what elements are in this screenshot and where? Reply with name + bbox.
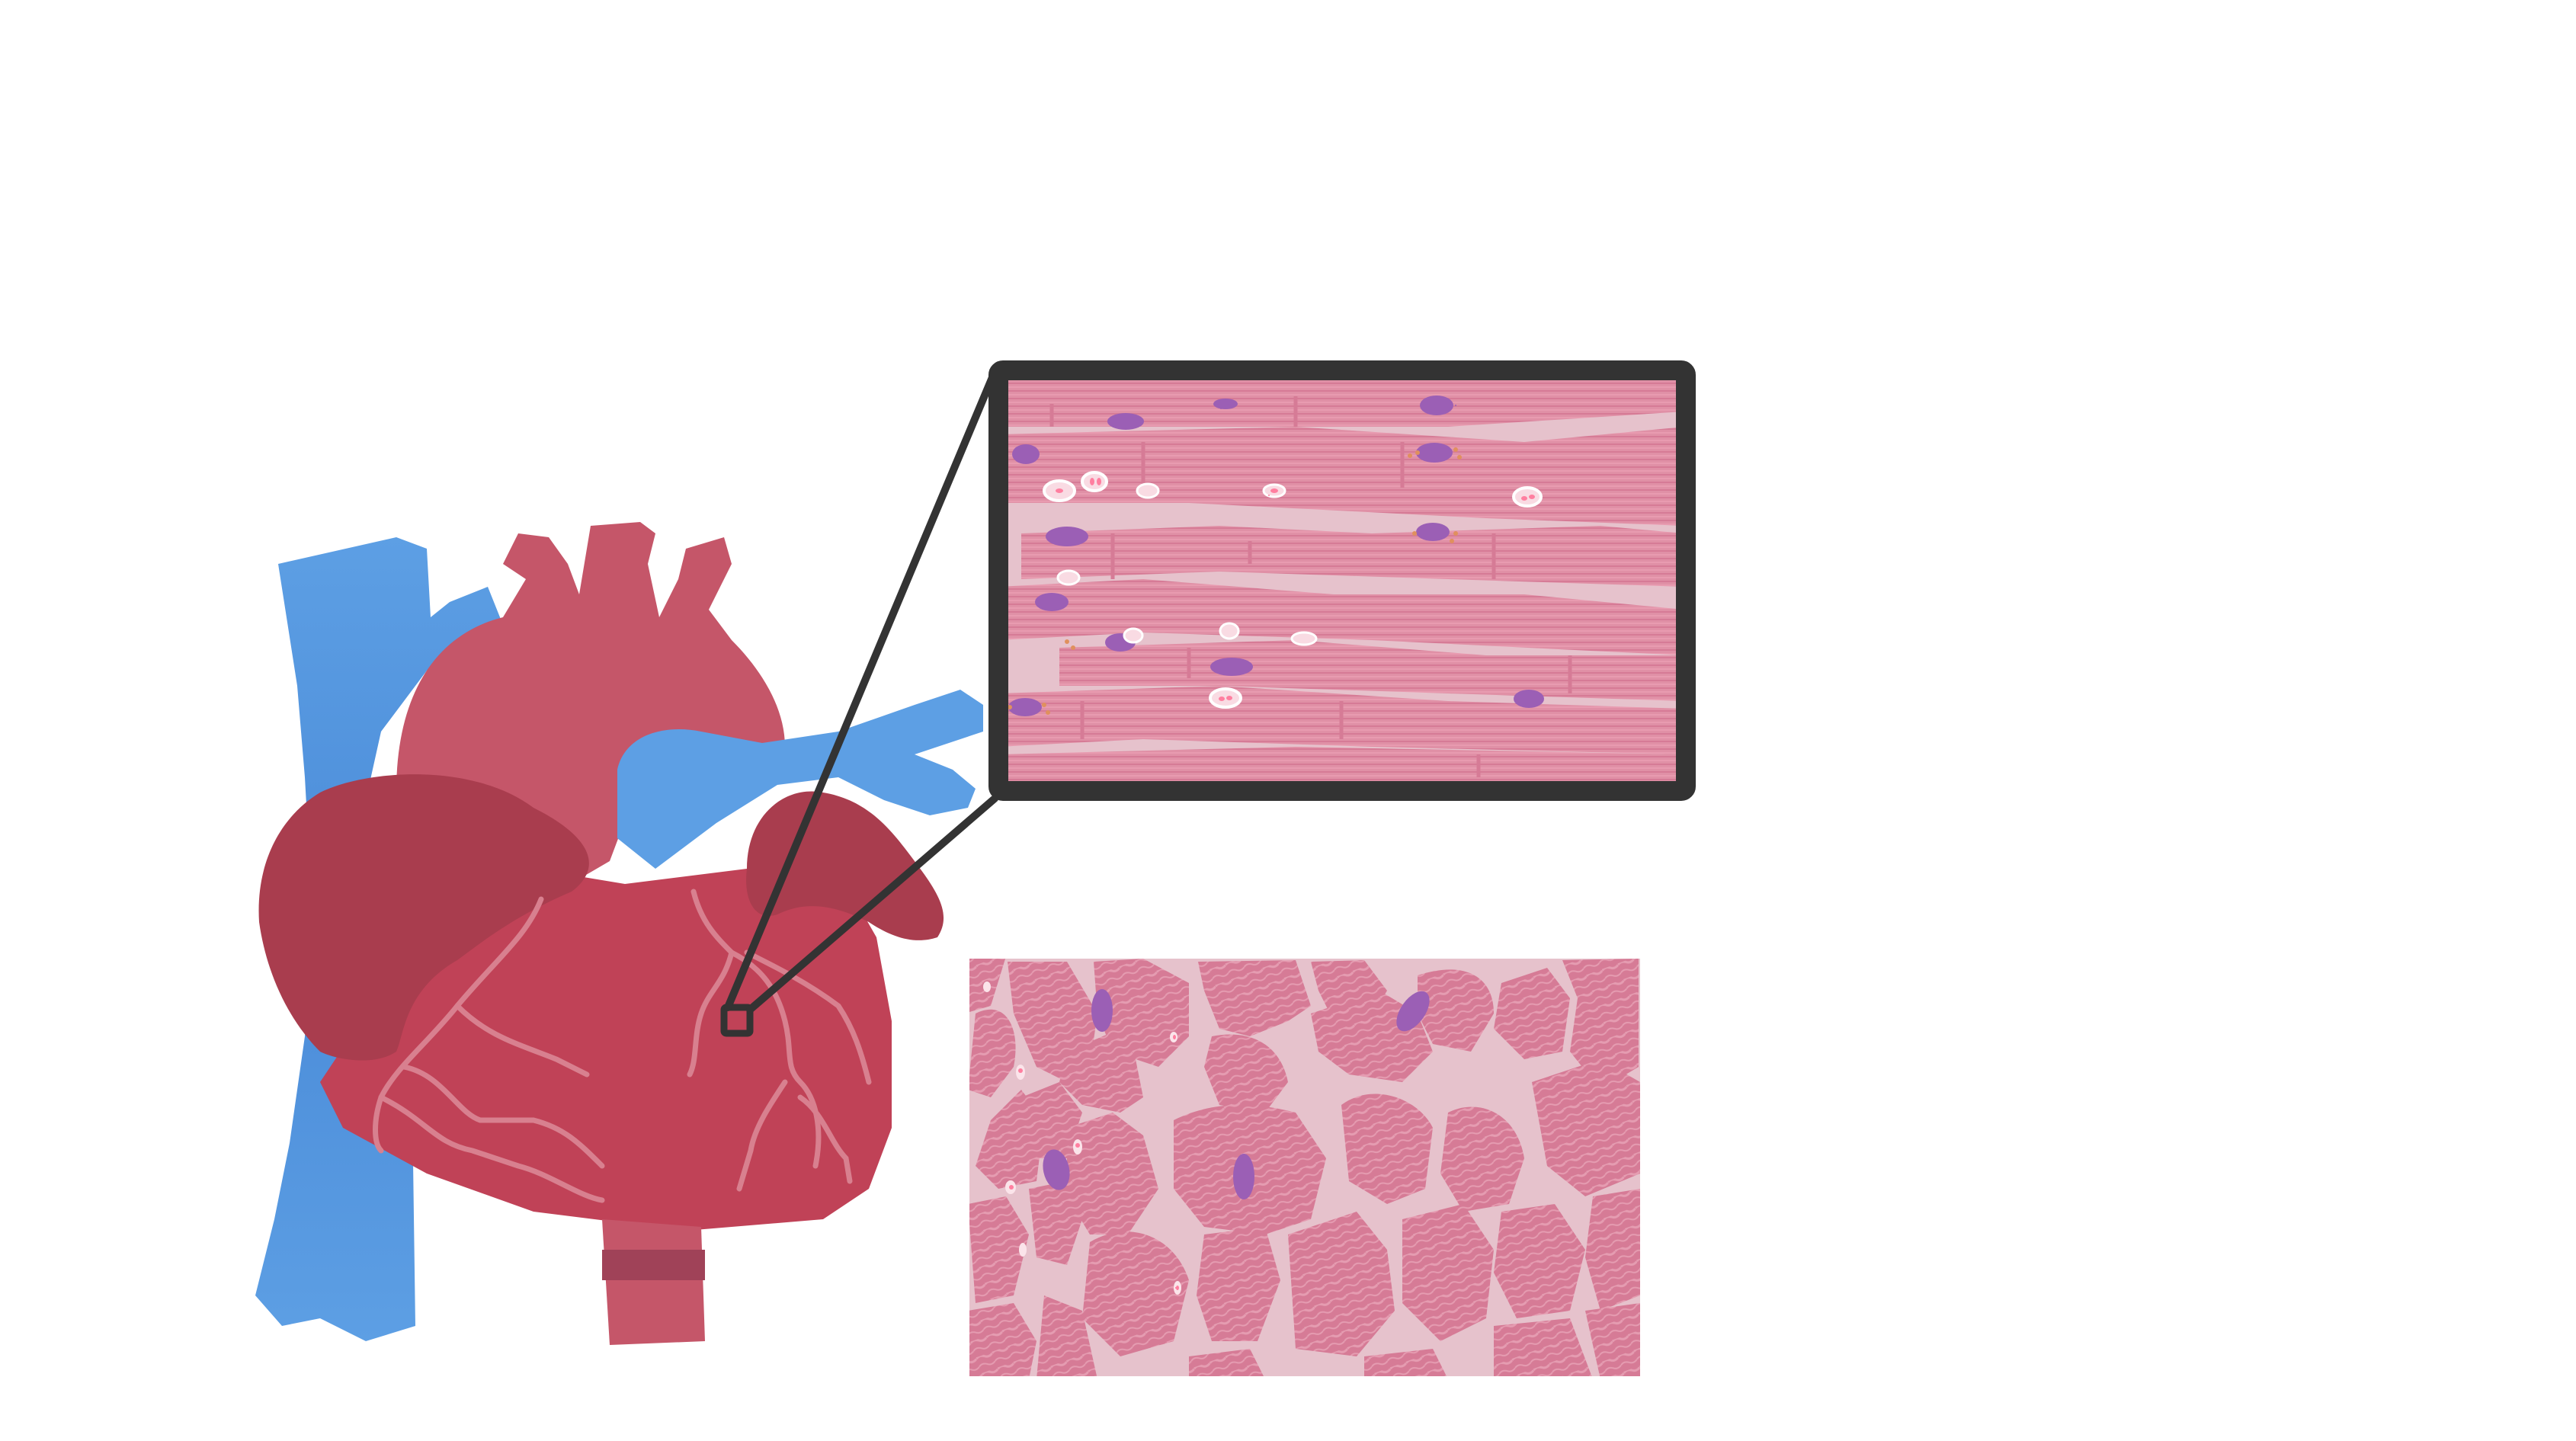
left-auricle <box>746 791 944 940</box>
nuclei <box>1008 395 1544 716</box>
heart-illustration <box>255 522 983 1345</box>
vena-cava <box>255 537 503 1341</box>
longitudinal-panel-frame <box>988 360 1696 801</box>
descending-aorta <box>602 1219 705 1345</box>
longitudinal-section-panel <box>988 360 1696 801</box>
zoom-connector-lines <box>724 368 998 1014</box>
right-atrium <box>258 774 589 1061</box>
lipofuscin-granules <box>1008 447 1462 715</box>
coronary-vessels <box>373 889 872 1203</box>
pulmonary-artery <box>617 690 983 869</box>
cell-cross-sections <box>969 959 1640 1376</box>
transverse-section-panel <box>969 959 1640 1376</box>
sample-location-box <box>720 1004 754 1037</box>
transverse-nuclei <box>983 981 1430 1295</box>
capillaries <box>1043 471 1543 709</box>
